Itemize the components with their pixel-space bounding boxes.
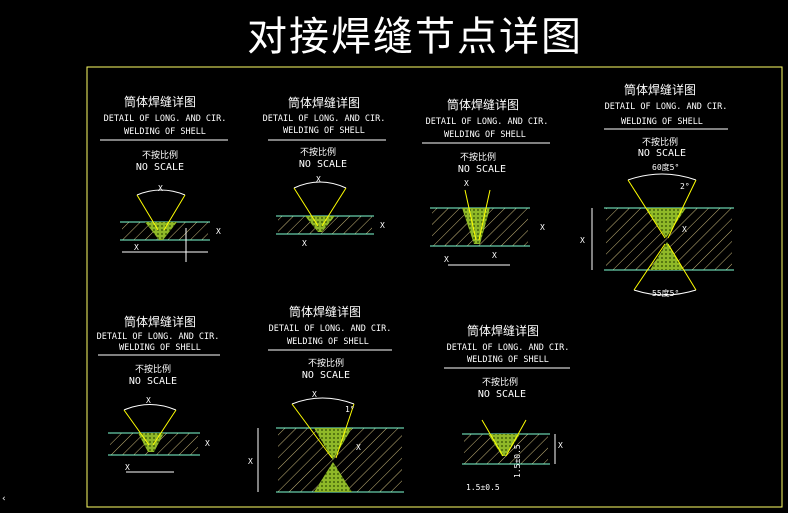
dim-x: X — [316, 175, 321, 184]
detail-title-en2: WELDING OF SHELL — [119, 343, 201, 353]
detail-title-en2: WELDING OF SHELL — [621, 117, 703, 127]
scale-cn: 不按比例 — [300, 146, 336, 158]
dim-x: X — [682, 225, 687, 234]
detail-title-en1: DETAIL OF LONG. AND CIR. — [447, 343, 570, 353]
dim-x: X — [492, 251, 497, 260]
detail-title-en1: DETAIL OF LONG. AND CIR. — [263, 114, 386, 124]
detail-title-en2: WELDING OF SHELL — [283, 126, 365, 136]
detail-title-en1: DETAIL OF LONG. AND CIR. — [104, 114, 227, 124]
detail-4: 筒体焊缝详图 DETAIL OF LONG. AND CIR. WELDING … — [580, 82, 734, 298]
detail-1: 筒体焊缝详图 DETAIL OF LONG. AND CIR. WELDING … — [100, 94, 228, 262]
weld-bead — [305, 216, 335, 232]
dim-x: X — [380, 221, 385, 230]
scale-en: NO SCALE — [638, 148, 686, 159]
scale-cn: 不按比例 — [482, 376, 518, 388]
detail-title-en2: WELDING OF SHELL — [124, 127, 206, 137]
scale-cn: 不按比例 — [142, 149, 178, 161]
dim-left: 1.5±0.5 — [466, 483, 500, 492]
detail-5: 筒体焊缝详图 DETAIL OF LONG. AND CIR. WELDING … — [97, 314, 220, 473]
scale-en: NO SCALE — [458, 164, 506, 175]
drawing-title: 对接焊缝节点详图 — [247, 14, 583, 60]
dim-x: X — [248, 457, 253, 466]
detail-title-cn: 筒体焊缝详图 — [467, 323, 539, 338]
drawing-frame — [86, 66, 783, 508]
dim-x: X — [146, 396, 151, 405]
detail-2: 筒体焊缝详图 DETAIL OF LONG. AND CIR. WELDING … — [263, 95, 386, 248]
detail-title-en1: DETAIL OF LONG. AND CIR. — [97, 332, 220, 342]
detail-title-en2: WELDING OF SHELL — [444, 130, 526, 140]
weld-bead — [145, 222, 177, 240]
dim-x: X — [444, 255, 449, 264]
dim-x: X — [312, 390, 317, 399]
scale-cn: 不按比例 — [642, 136, 678, 148]
dim-x: X — [464, 179, 469, 188]
dim-angle-bot: 55度5° — [652, 288, 679, 298]
scale-en: NO SCALE — [136, 162, 184, 173]
scale-cn: 不按比例 — [460, 151, 496, 163]
dim-x: X — [540, 223, 545, 232]
detail-title-cn: 筒体焊缝详图 — [624, 82, 696, 97]
dim-x: X — [302, 239, 307, 248]
detail-title-cn: 筒体焊缝详图 — [124, 314, 196, 329]
detail-title-en2: WELDING OF SHELL — [287, 337, 369, 347]
chevron-left-icon: ‹ — [2, 494, 6, 504]
detail-title-cn: 筒体焊缝详图 — [288, 95, 360, 110]
dim-gap: 2° — [680, 182, 690, 191]
weld-bead — [488, 434, 520, 456]
dim-x: X — [158, 184, 163, 193]
detail-title-en1: DETAIL OF LONG. AND CIR. — [426, 117, 549, 127]
dim-x: X — [134, 243, 139, 252]
dim-x: X — [205, 439, 210, 448]
scale-cn: 不按比例 — [135, 363, 171, 375]
detail-3: 筒体焊缝详图 DETAIL OF LONG. AND CIR. WELDING … — [422, 97, 550, 266]
scale-cn: 不按比例 — [308, 357, 344, 369]
detail-6: 筒体焊缝详图 DETAIL OF LONG. AND CIR. WELDING … — [248, 304, 404, 493]
scale-en: NO SCALE — [299, 159, 347, 170]
detail-title-cn: 筒体焊缝详图 — [447, 97, 519, 112]
weld-bead-top — [646, 208, 686, 238]
dim-x: X — [216, 227, 221, 236]
dim-x: X — [125, 463, 130, 472]
detail-title-en1: DETAIL OF LONG. AND CIR. — [605, 102, 728, 112]
weld-bead — [462, 208, 490, 244]
dim-angle-top: 60度5° — [652, 162, 679, 172]
dim-x: X — [356, 443, 361, 452]
scale-en: NO SCALE — [129, 376, 177, 387]
dim-one-degree: 1° — [345, 405, 355, 414]
detail-title-en2: WELDING OF SHELL — [467, 355, 549, 365]
dim-x: X — [580, 236, 585, 245]
weld-bead-bottom — [650, 242, 684, 270]
detail-title-en1: DETAIL OF LONG. AND CIR. — [269, 324, 392, 334]
detail-title-cn: 筒体焊缝详图 — [289, 304, 361, 319]
dim-x: X — [558, 441, 563, 450]
weld-bead-bottom — [314, 462, 352, 492]
scale-en: NO SCALE — [478, 389, 526, 400]
dim-vertical: 1.5±0.5 — [513, 444, 522, 478]
scale-en: NO SCALE — [302, 370, 350, 381]
detail-title-cn: 筒体焊缝详图 — [124, 94, 196, 109]
weld-bead-top — [314, 428, 352, 460]
detail-7: 筒体焊缝详图 DETAIL OF LONG. AND CIR. WELDING … — [444, 323, 570, 492]
